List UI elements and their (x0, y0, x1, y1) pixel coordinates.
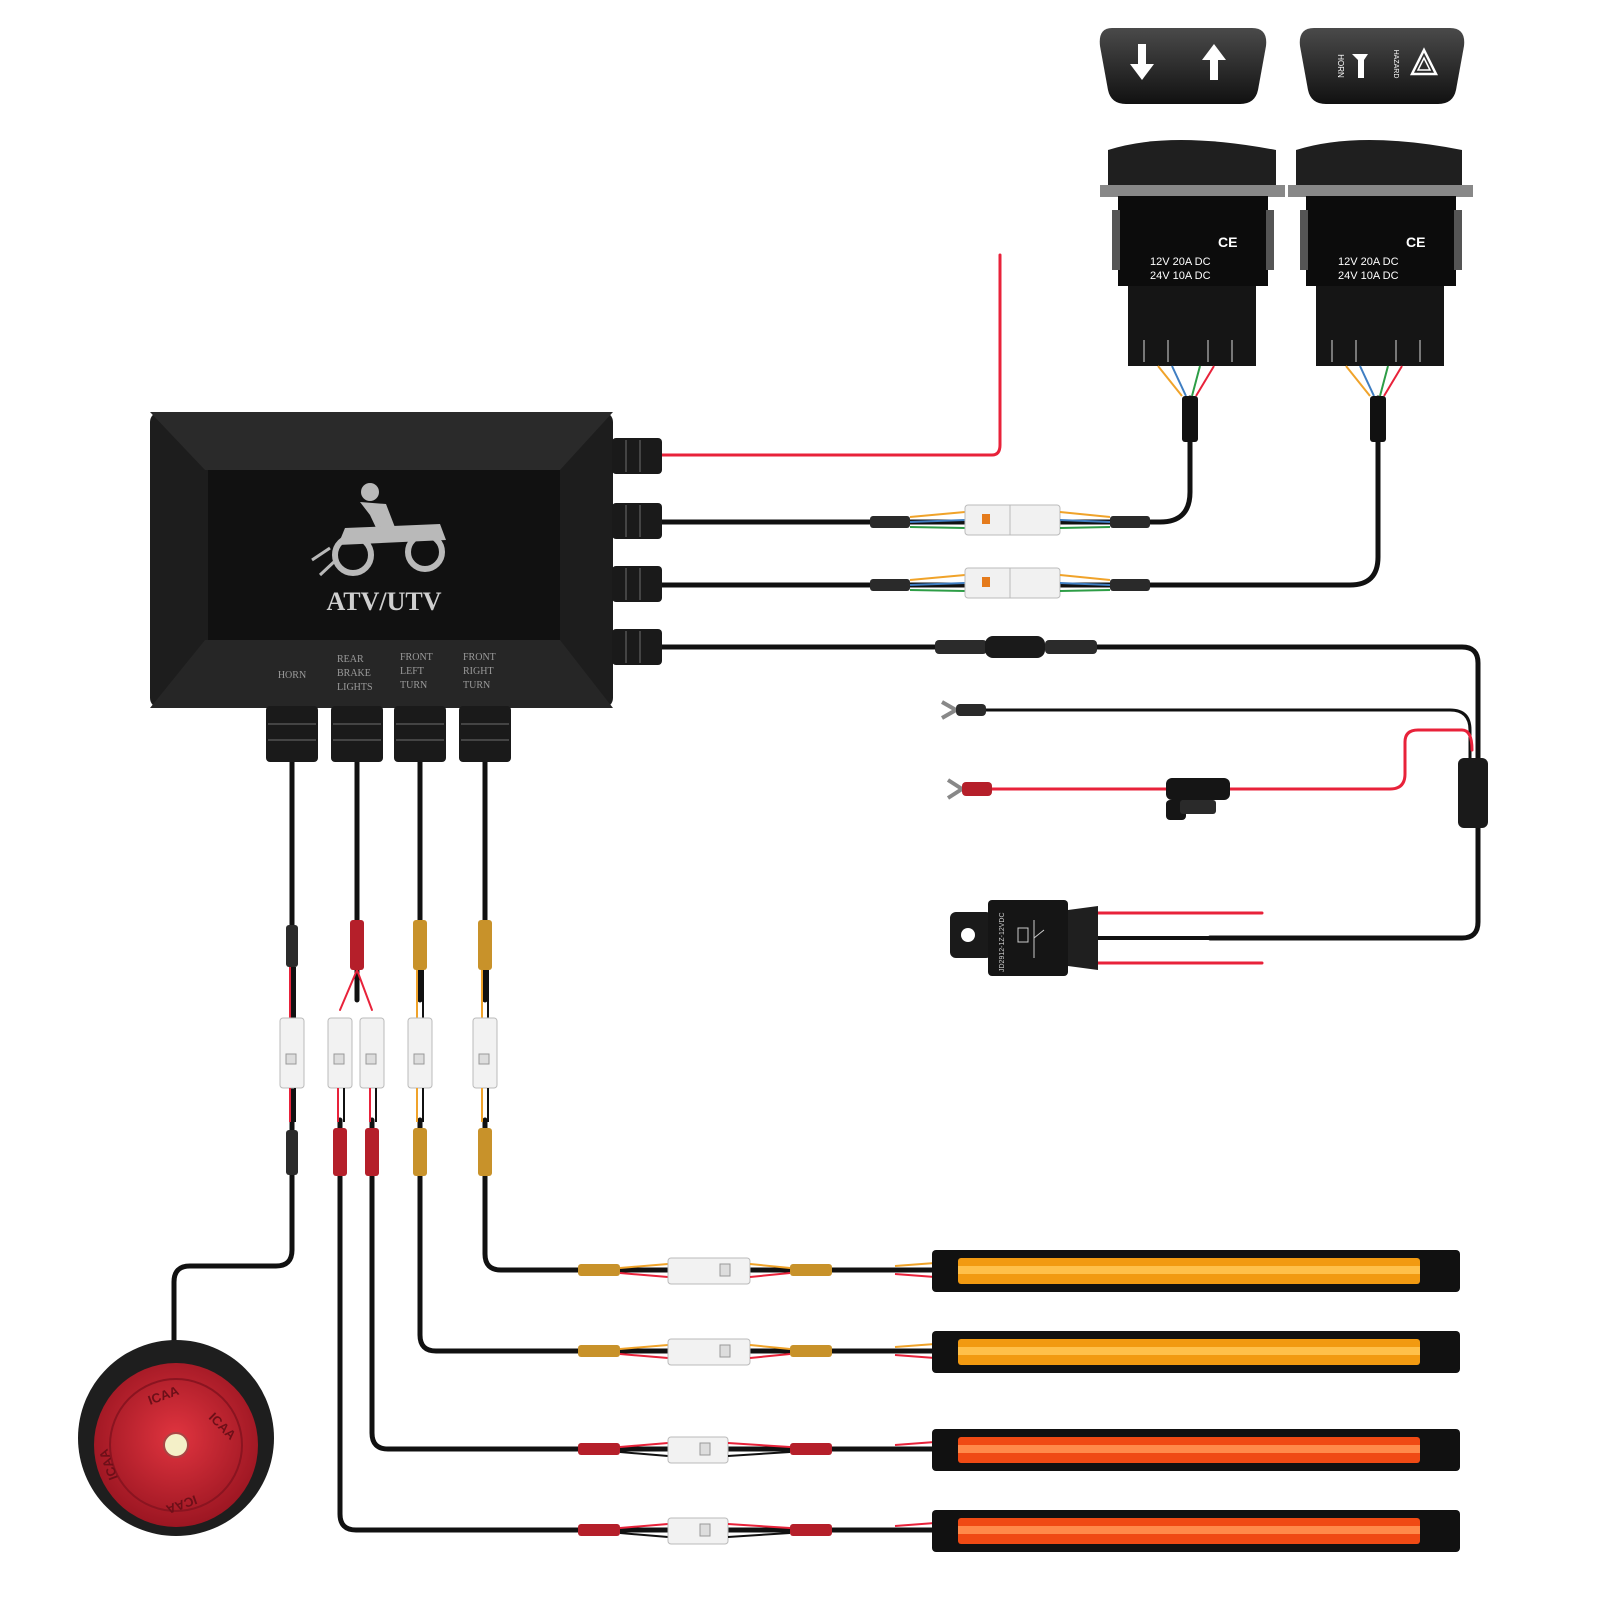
hub-side-glands (612, 438, 662, 665)
fused-power-wire (988, 728, 1474, 791)
svg-text:LIGHTS: LIGHTS (337, 682, 373, 693)
bar-1-connector[interactable] (578, 1257, 936, 1285)
light-bar-front-left (932, 1331, 1460, 1373)
rocker-switch-2: CE 12V 20A DC 24V 10A DC (1288, 140, 1473, 442)
brake-left-run (337, 1117, 938, 1533)
turn-signal-switch-cap[interactable] (1099, 28, 1267, 104)
horn-face-label: HORN (1336, 54, 1345, 78)
brake-right-run (369, 1117, 938, 1452)
horn-cable (171, 757, 295, 1353)
hazard-switch-cable (657, 395, 1381, 588)
atv-rider-icon (311, 483, 446, 577)
hub-label-panel (208, 470, 560, 640)
horn-icon (1352, 54, 1368, 78)
bar-4-connector[interactable] (578, 1517, 936, 1545)
bar-3-connector[interactable] (578, 1436, 936, 1464)
light-bar-brake-right (932, 1429, 1460, 1471)
svg-text:LEFT: LEFT (400, 666, 424, 677)
light-bar-connectors (578, 1257, 936, 1545)
switch-2-connector[interactable] (870, 567, 1150, 599)
power-cable (657, 644, 1481, 941)
ce-mark-1: CE (1218, 234, 1237, 250)
power-barrel-connector[interactable] (935, 636, 1097, 658)
switch-1-connector[interactable] (870, 504, 1150, 536)
switch-2-leads (1345, 365, 1403, 397)
light-bar-brake-left (932, 1510, 1460, 1552)
svg-text:TURN: TURN (400, 680, 427, 691)
relay[interactable]: JD2912-1Z-12VDC (950, 900, 1098, 976)
inline-fuse-holder[interactable] (1166, 778, 1230, 820)
front-left-plug[interactable] (407, 1017, 433, 1089)
hub-bottom-glands (266, 706, 511, 762)
light-bar-front-right (932, 1250, 1460, 1292)
relay-schematic-icon (1017, 920, 1045, 958)
relay-label: JD2912-1Z-12VDC (999, 912, 1006, 972)
up-arrow-icon (1202, 44, 1226, 80)
port-label-front-left: FRONT LEFT TURN (400, 652, 433, 691)
wires (171, 253, 1481, 1533)
rating-2-line1: 12V 20A DC (1338, 256, 1399, 268)
hazard-icon (1409, 47, 1439, 76)
positive-fork-terminal[interactable] (946, 778, 992, 800)
ground-fork-terminal[interactable] (941, 700, 986, 720)
svg-text:REAR: REAR (337, 654, 364, 665)
svg-text:RIGHT: RIGHT (463, 666, 494, 677)
rating-1-line1: 12V 20A DC (1150, 256, 1211, 268)
port-label-rear-brake: REAR BRAKE LIGHTS (337, 654, 373, 693)
horn-plug[interactable] (279, 1017, 305, 1089)
front-right-plug[interactable] (472, 1017, 498, 1089)
horn-hazard-switch-cap[interactable]: HORN HAZARD (1299, 28, 1465, 104)
port-label-horn: HORN (278, 670, 306, 681)
horn[interactable]: ICAA ICAA ICAA ICAA (78, 1340, 274, 1536)
svg-text:TURN: TURN (463, 680, 490, 691)
ground-wire (978, 708, 1472, 762)
svg-text:BRAKE: BRAKE (337, 668, 371, 679)
svg-text:FRONT: FRONT (463, 652, 496, 663)
hub-title: ATV/UTV (326, 587, 441, 616)
ce-mark-2: CE (1406, 234, 1425, 250)
hazard-face-label: HAZARD (1392, 50, 1399, 79)
port-label-front-right: FRONT RIGHT TURN (463, 652, 496, 691)
brake-right-plug[interactable] (359, 1017, 385, 1089)
down-arrow-icon (1130, 44, 1154, 80)
front-right-run (482, 1117, 938, 1273)
svg-text:FRONT: FRONT (400, 652, 433, 663)
front-left-run (417, 1117, 938, 1354)
rocker-switch-1: CE 12V 20A DC 24V 10A DC (1100, 140, 1285, 442)
switch-1-leads (1157, 365, 1215, 397)
harness-junction (1458, 758, 1488, 828)
bar-2-connector[interactable] (578, 1338, 936, 1366)
light-bars (932, 1250, 1460, 1552)
red-signal-wire (658, 253, 1002, 457)
control-hub: ATV/UTV HORN REAR BRAKE LIGHTS FRONT LEFT TU… (150, 412, 662, 762)
turn-switch-cable (657, 395, 1193, 525)
branch-connectors (279, 920, 498, 1176)
rating-2-line2: 24V 10A DC (1338, 270, 1399, 282)
rating-1-line2: 24V 10A DC (1150, 270, 1211, 282)
brake-left-plug[interactable] (327, 1017, 353, 1089)
